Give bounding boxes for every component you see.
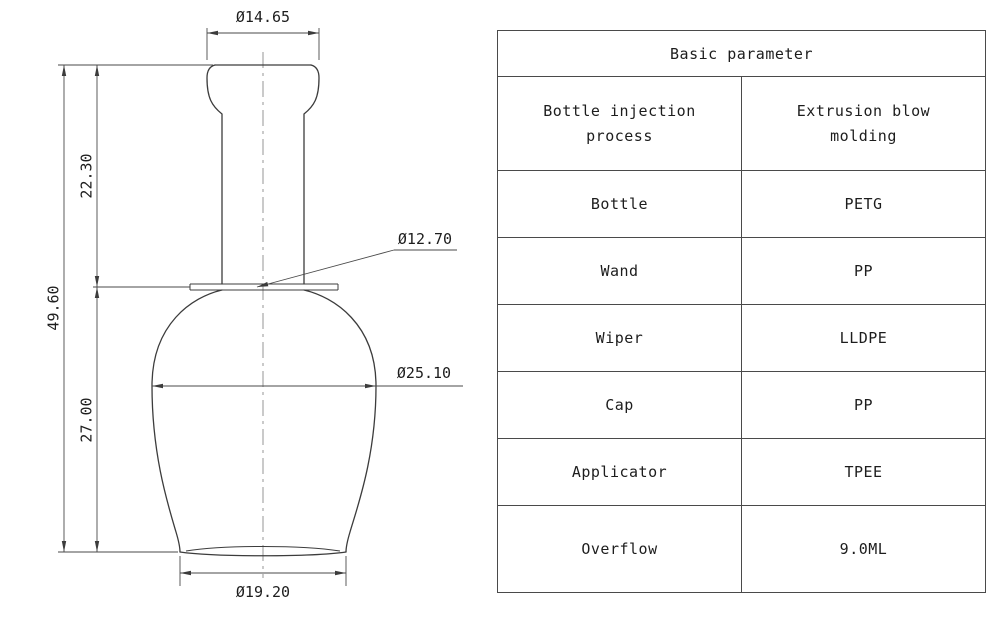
body-left xyxy=(151,289,223,553)
label-height-upper: 22.30 xyxy=(78,153,96,198)
table-row: Cap PP xyxy=(497,371,986,439)
bottle-outline xyxy=(151,64,377,557)
table-title: Basic parameter xyxy=(497,30,986,77)
cap-neck-left xyxy=(206,64,223,285)
label-dia-base: Ø19.20 xyxy=(236,583,290,601)
param-label: Bottle injection process xyxy=(497,76,742,171)
dim-top-diameter: Ø14.65 xyxy=(206,8,320,60)
table-row: Applicator TPEE xyxy=(497,438,986,506)
bottle-drawing-svg: Ø14.65 49.60 22.30 27.00 Ø12.70 xyxy=(45,8,463,601)
dim-extension-lines xyxy=(58,64,213,553)
cap-neck-right xyxy=(303,64,320,285)
base-edge xyxy=(179,551,347,557)
label-dia-top: Ø14.65 xyxy=(236,8,290,26)
param-value: 9.0ML xyxy=(741,505,986,593)
label-height-lower: 27.00 xyxy=(78,397,96,442)
param-label: Overflow xyxy=(497,505,742,593)
param-value: PP xyxy=(741,371,986,439)
dim-total-height: 49.60 xyxy=(45,65,67,552)
label-dia-neck: Ø12.70 xyxy=(398,230,452,248)
param-value: Extrusion blow molding xyxy=(741,76,986,171)
param-label: Wiper xyxy=(497,304,742,372)
param-value: PETG xyxy=(741,170,986,238)
table-header-row: Basic parameter xyxy=(497,30,986,77)
param-value: PP xyxy=(741,237,986,305)
dim-lower-height: 27.00 xyxy=(78,287,100,552)
param-value: TPEE xyxy=(741,438,986,506)
technical-drawing: Ø14.65 49.60 22.30 27.00 Ø12.70 xyxy=(45,8,463,601)
basic-parameter-table: Basic parameter Bottle injection process… xyxy=(497,30,986,593)
body-right xyxy=(303,289,377,553)
label-dia-body: Ø25.10 xyxy=(397,364,451,382)
table-row: Overflow 9.0ML xyxy=(497,505,986,593)
base-seam xyxy=(185,546,341,552)
param-label: Bottle xyxy=(497,170,742,238)
dim-upper-height: 22.30 xyxy=(78,65,100,287)
table-row: Wiper LLDPE xyxy=(497,304,986,372)
label-height-total: 49.60 xyxy=(45,285,63,330)
param-value: LLDPE xyxy=(741,304,986,372)
table-row: Bottle injection process Extrusion blow … xyxy=(497,76,986,171)
parameter-table: Basic parameter Bottle injection process… xyxy=(497,30,986,593)
table-row: Bottle PETG xyxy=(497,170,986,238)
dim-neck-diameter: Ø12.70 xyxy=(256,230,457,288)
dim-base-diameter: Ø19.20 xyxy=(179,556,347,601)
table-row: Wand PP xyxy=(497,237,986,305)
param-label: Cap xyxy=(497,371,742,439)
dim-body-diameter: Ø25.10 xyxy=(152,364,463,389)
param-label: Wand xyxy=(497,237,742,305)
param-label: Applicator xyxy=(497,438,742,506)
